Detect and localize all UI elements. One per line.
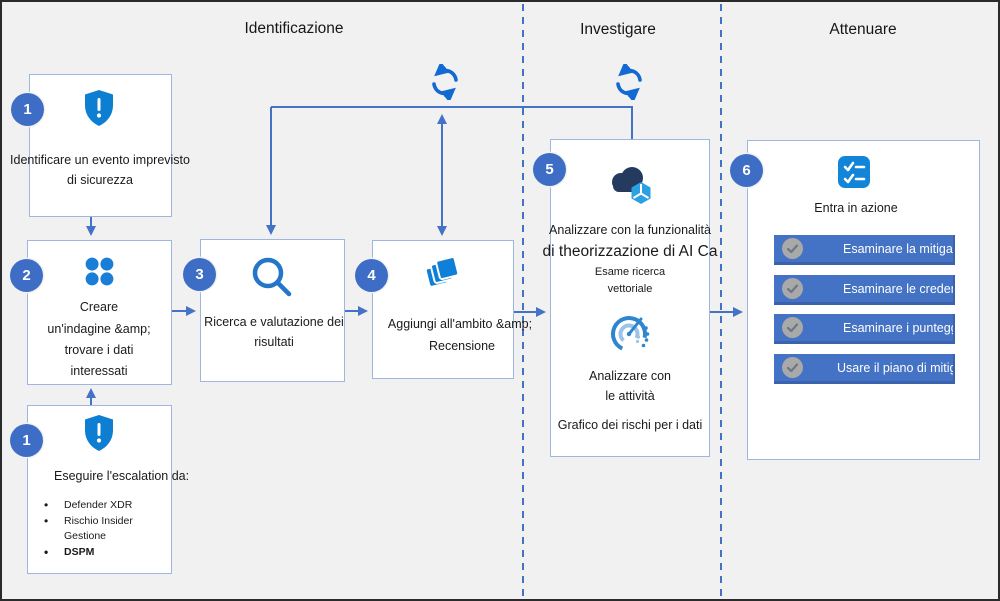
step5-text-line7: Grafico dei rischi per i dati <box>557 418 703 432</box>
phase-header-attenuare: Attenuare <box>829 21 897 38</box>
escalation-bullet: Defender XDR <box>42 498 150 513</box>
shield-alert-icon <box>81 88 117 128</box>
action-label: Esaminare la mitigazione <box>843 241 953 256</box>
step5-badge: 5 <box>533 153 566 186</box>
sync-icon <box>611 64 647 100</box>
step2-badge: 2 <box>10 259 43 292</box>
phase-header-identificazione: Identificazione <box>244 20 344 37</box>
step5-text-line6: le attività <box>605 389 655 403</box>
step5-text-line5: Analizzare con <box>589 369 671 383</box>
step2-text-line3: trovare i dati <box>64 343 134 357</box>
action-label: Esaminare i punteggi di rischio <box>843 320 953 335</box>
sync-icon <box>427 64 463 100</box>
escalation-bullet: Rischio Insider Gestione <box>42 514 150 544</box>
step2-box <box>27 240 172 385</box>
step1-badge: 1 <box>11 93 44 126</box>
step5-text-line3: Esame ricerca <box>594 266 666 278</box>
step3-text-line2: risultati <box>254 335 294 349</box>
step2-text-line4: interessati <box>70 364 128 378</box>
search-icon <box>248 253 296 301</box>
escalation-bullet: DSPM <box>42 545 150 560</box>
step2-text-line1: Creare <box>79 300 119 314</box>
check-circle-icon <box>782 357 803 378</box>
escalation-badge: 1 <box>10 424 43 457</box>
step1-text-line1: Identificare un evento imprevisto <box>10 153 190 167</box>
action-button-mitigation[interactable]: Esaminare la mitigazione <box>774 235 955 265</box>
step4-text-line2: Recensione <box>428 339 496 353</box>
action-label: Usare il piano di mitigazione <box>837 360 955 375</box>
layers-icon <box>420 252 464 294</box>
step5-text-line1: Analizzare con la funzionalità <box>549 223 711 237</box>
step4-text-line1: Aggiungi all'ambito &amp; <box>387 317 533 331</box>
escalation-title: Eseguire l'escalation da: <box>54 469 190 483</box>
step5-text-line4: vettoriale <box>607 283 653 295</box>
escalation-bullet-list: Defender XDR Rischio Insider Gestione DS… <box>42 498 150 561</box>
step6-badge: 6 <box>730 154 763 187</box>
step5-text-line2: di theorizzazione di AI Ca <box>542 243 718 260</box>
activity-graph-icon <box>607 311 653 357</box>
check-circle-icon <box>782 238 803 259</box>
action-button-credentials[interactable]: Esaminare le credenziali <box>774 275 955 305</box>
step4-badge: 4 <box>355 259 388 292</box>
dots-grid-icon <box>81 253 118 290</box>
cloud-cube-icon <box>605 162 657 210</box>
step1-text-line2: di sicurezza <box>67 173 133 187</box>
shield-alert-icon <box>81 413 117 453</box>
step6-title: Entra in azione <box>814 201 898 215</box>
step2-text-line2: un'indagine &amp; <box>47 322 151 336</box>
action-button-mitigation-plan[interactable]: Usare il piano di mitigazione <box>774 354 955 384</box>
action-label: Esaminare le credenziali <box>843 281 953 296</box>
checklist-icon <box>837 155 871 189</box>
step3-text-line1: Ricerca e valutazione dei <box>204 315 344 329</box>
phase-header-investigare: Investigare <box>580 21 656 38</box>
action-button-risk-scores[interactable]: Esaminare i punteggi di rischio <box>774 314 955 344</box>
step3-badge: 3 <box>183 258 216 291</box>
check-circle-icon <box>782 317 803 338</box>
check-circle-icon <box>782 278 803 299</box>
